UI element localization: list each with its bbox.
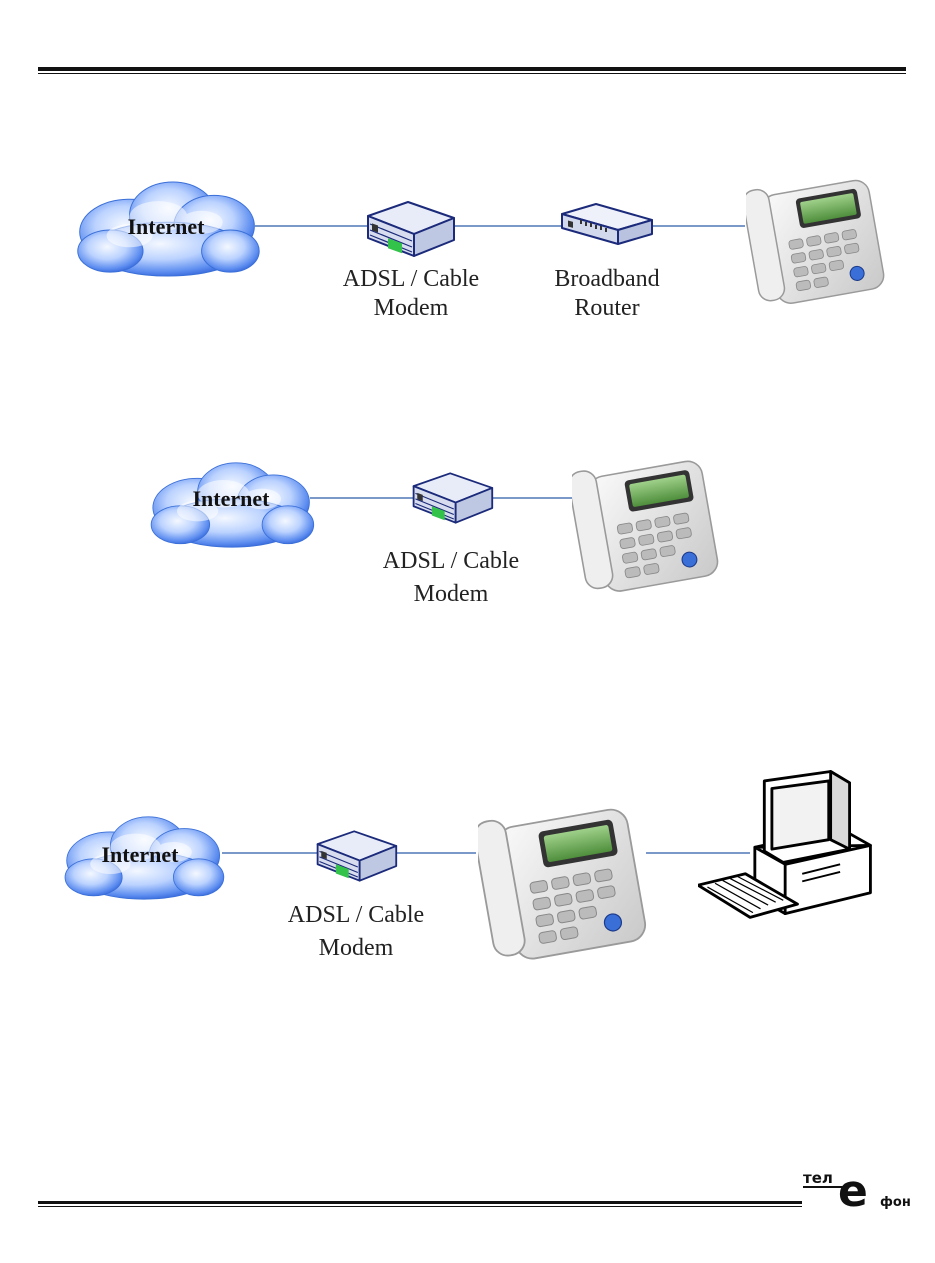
footer-rule-thick bbox=[38, 1201, 802, 1204]
modem-label-line1: ADSL / Cable bbox=[288, 902, 424, 928]
cloud-label: Internet bbox=[128, 214, 206, 239]
cloud-label: Internet bbox=[193, 486, 271, 511]
modem-label-line1: ADSL / Cable bbox=[343, 266, 479, 292]
router-icon bbox=[562, 204, 652, 244]
ip-phone-icon bbox=[741, 170, 886, 308]
modem-label-line1: ADSL / Cable bbox=[383, 548, 519, 574]
router-label-line2: Router bbox=[574, 295, 639, 321]
logo-top-text: тел bbox=[803, 1169, 833, 1187]
modem-icon bbox=[414, 473, 493, 522]
ip-phone-icon bbox=[567, 451, 720, 597]
diagram-3: Internet ADSL / Cable Modem bbox=[65, 771, 870, 965]
modem-label-line2: Modem bbox=[319, 935, 394, 961]
telefon-logo: тел е фон bbox=[803, 1166, 911, 1217]
diagram-1: Internet ADSL / Cable Modem Broadband Ro… bbox=[78, 170, 886, 321]
diagram-2: Internet ADSL / Cable Modem bbox=[151, 451, 720, 607]
router-label-line1: Broadband bbox=[554, 266, 659, 292]
modem-icon bbox=[368, 202, 454, 256]
modem-icon bbox=[318, 831, 397, 880]
modem-label-line2: Modem bbox=[414, 581, 489, 607]
ip-phone-icon bbox=[472, 797, 648, 965]
cloud-label: Internet bbox=[102, 842, 180, 867]
footer-rule-thin bbox=[38, 1206, 802, 1207]
logo-letter: е bbox=[838, 1166, 868, 1217]
computer-icon bbox=[698, 771, 870, 917]
modem-label-line2: Modem bbox=[374, 295, 449, 321]
logo-bottom-text: фон bbox=[880, 1195, 911, 1210]
